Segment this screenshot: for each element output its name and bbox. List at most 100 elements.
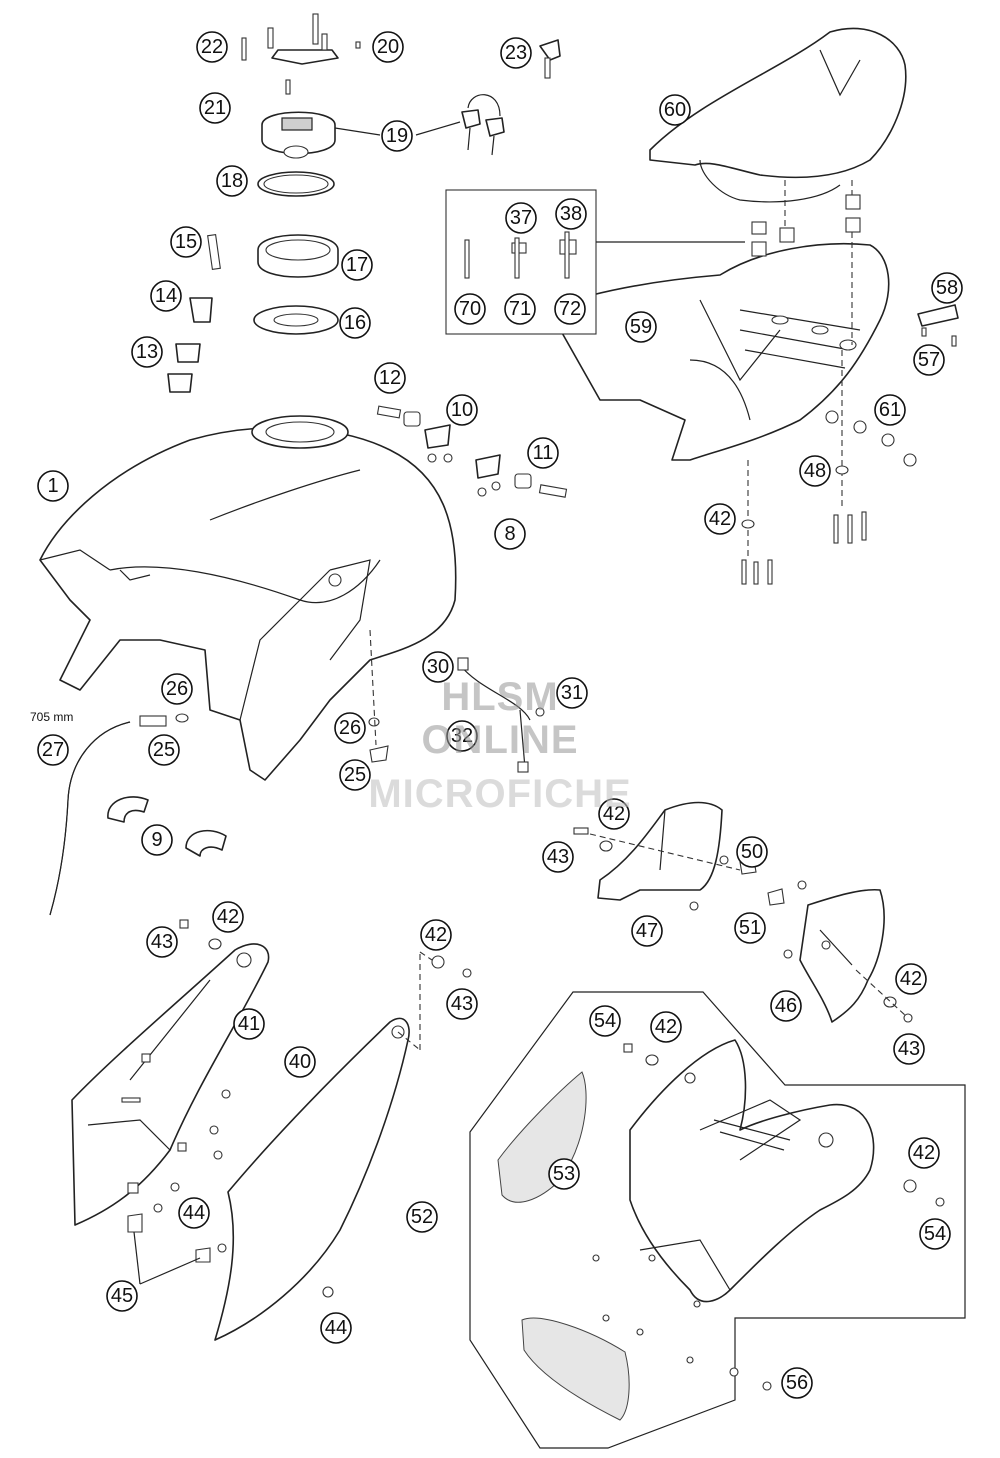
callout-11: 11	[527, 437, 559, 469]
callout-42-bracket: 42	[598, 798, 630, 830]
svg-text:23: 23	[505, 42, 527, 64]
side-panel-left	[71, 943, 270, 1226]
callout-54-top: 54	[589, 1005, 621, 1037]
callout-52: 52	[406, 1201, 438, 1233]
watermark-line1: HLSM	[441, 675, 559, 719]
svg-text:20: 20	[377, 36, 399, 58]
callout-42-seat: 42	[704, 503, 736, 535]
callout-47: 47	[631, 915, 663, 947]
callout-42-cover: 42	[650, 1011, 682, 1043]
callout-20: 20	[372, 31, 404, 63]
svg-text:54: 54	[594, 1010, 616, 1032]
callout-27: 27	[37, 734, 69, 766]
callout-58: 58	[931, 272, 963, 304]
callout-38: 38	[555, 198, 587, 230]
svg-text:57: 57	[918, 349, 940, 371]
svg-text:13: 13	[136, 341, 158, 363]
callout-12: 12	[374, 362, 406, 394]
svg-text:42: 42	[217, 906, 239, 928]
callout-56: 56	[781, 1367, 813, 1399]
svg-text:9: 9	[151, 829, 162, 851]
svg-text:53: 53	[553, 1163, 575, 1185]
svg-text:41: 41	[238, 1013, 260, 1035]
callout-42-panel-left: 42	[212, 901, 244, 933]
callout-18: 18	[216, 165, 248, 197]
svg-text:38: 38	[560, 203, 582, 225]
rear-mudguard	[767, 880, 913, 1023]
callout-45: 45	[106, 1280, 138, 1312]
callout-43-mudguard: 43	[893, 1033, 925, 1065]
svg-text:19: 19	[386, 125, 408, 147]
callout-72: 72	[554, 293, 586, 325]
svg-text:21: 21	[204, 97, 226, 119]
callout-50: 50	[736, 836, 768, 868]
svg-text:42: 42	[655, 1016, 677, 1038]
svg-text:42: 42	[900, 968, 922, 990]
hose-clamps	[107, 796, 227, 857]
side-panel-right	[214, 951, 433, 1341]
callout-43-panel-right: 43	[446, 988, 478, 1020]
callout-54-right: 54	[919, 1218, 951, 1250]
fuel-hose	[49, 629, 389, 916]
svg-text:42: 42	[709, 508, 731, 530]
svg-text:70: 70	[459, 298, 481, 320]
callout-31: 31	[556, 677, 588, 709]
svg-text:37: 37	[510, 207, 532, 229]
svg-text:54: 54	[924, 1223, 946, 1245]
callout-51: 51	[734, 912, 766, 944]
svg-text:60: 60	[664, 99, 686, 121]
svg-text:18: 18	[221, 170, 243, 192]
svg-text:12: 12	[379, 367, 401, 389]
callout-40: 40	[284, 1046, 316, 1078]
callout-42-panel-right: 42	[420, 919, 452, 951]
callout-30: 30	[422, 651, 454, 683]
svg-text:30: 30	[427, 656, 449, 678]
callout-10: 10	[446, 394, 478, 426]
svg-text:26: 26	[166, 678, 188, 700]
callout-37: 37	[505, 202, 537, 234]
svg-text:17: 17	[346, 254, 368, 276]
callout-57: 57	[913, 344, 945, 376]
watermark-line2: ONLINE	[421, 718, 579, 762]
svg-text:22: 22	[201, 36, 223, 58]
grille-mesh	[521, 1317, 630, 1421]
callout-25-left: 25	[148, 734, 180, 766]
callout-16: 16	[339, 307, 371, 339]
callout-25-right: 25	[339, 759, 371, 791]
svg-text:45: 45	[111, 1285, 133, 1307]
svg-text:44: 44	[183, 1202, 205, 1224]
callout-15: 15	[170, 226, 202, 258]
callout-61: 61	[874, 394, 906, 426]
svg-text:42: 42	[425, 924, 447, 946]
callout-21: 21	[199, 92, 231, 124]
svg-text:8: 8	[504, 523, 515, 545]
svg-text:25: 25	[153, 739, 175, 761]
callout-71: 71	[504, 293, 536, 325]
svg-text:43: 43	[547, 846, 569, 868]
callout-53: 53	[548, 1158, 580, 1190]
svg-text:56: 56	[786, 1372, 808, 1394]
svg-text:51: 51	[739, 917, 761, 939]
svg-text:46: 46	[775, 995, 797, 1017]
callout-43-panel-left: 43	[146, 926, 178, 958]
callout-1: 1	[37, 470, 69, 502]
svg-text:1: 1	[47, 475, 58, 497]
callout-14: 14	[150, 280, 182, 312]
callout-44-left: 44	[178, 1197, 210, 1229]
seat-frame	[547, 180, 959, 585]
svg-text:27: 27	[42, 739, 64, 761]
svg-text:43: 43	[898, 1038, 920, 1060]
callout-70: 70	[454, 293, 486, 325]
sensor-wiring	[450, 657, 545, 773]
callout-32: 32	[446, 720, 478, 752]
watermark-line3: MICROFICHE	[368, 772, 632, 816]
svg-text:50: 50	[741, 841, 763, 863]
svg-text:48: 48	[804, 460, 826, 482]
svg-text:43: 43	[451, 993, 473, 1015]
callout-42-right: 42	[908, 1137, 940, 1169]
svg-text:16: 16	[344, 312, 366, 334]
callout-41: 41	[233, 1008, 265, 1040]
fuel-tank	[39, 415, 457, 781]
callout-44-bottom: 44	[320, 1312, 352, 1344]
